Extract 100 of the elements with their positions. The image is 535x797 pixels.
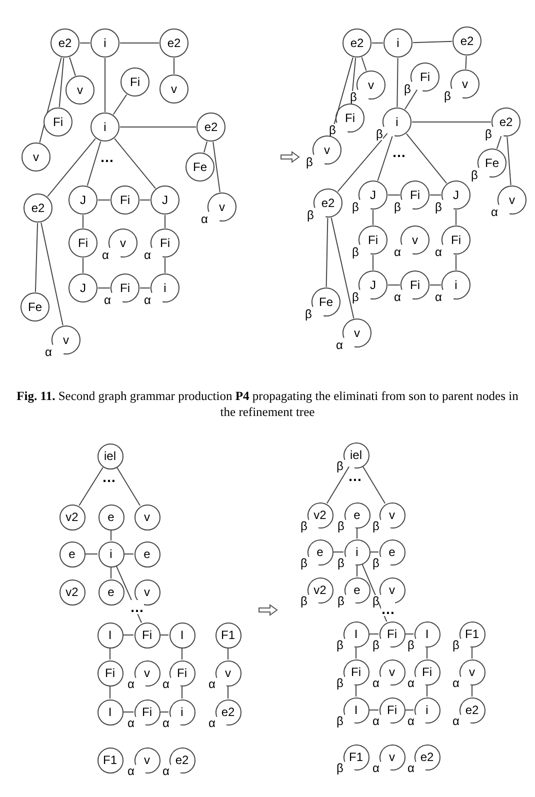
node-label: e2 [167, 37, 181, 49]
node-annotation: β [336, 676, 344, 688]
connector-line [34, 222, 38, 292]
circle-node [23, 193, 53, 223]
node-label: F1 [102, 754, 117, 766]
node-label: i [396, 37, 400, 49]
circle-node [159, 28, 189, 58]
node-label: i [454, 279, 458, 291]
connector-line [58, 57, 64, 108]
node-annotation: β [352, 246, 359, 258]
node-label: v [462, 78, 468, 90]
node-label: F1 [220, 629, 235, 641]
connector-line [40, 222, 64, 326]
node-label: F1 [464, 628, 479, 640]
node-annotation: β [305, 308, 312, 320]
connector-line [212, 141, 220, 193]
circle-node [43, 107, 73, 137]
connector-line [330, 217, 354, 319]
ellipsis-label: … [130, 600, 144, 614]
node-annotation: β [329, 124, 336, 136]
node-label: v2 [66, 511, 78, 523]
node-label: e2 [350, 37, 364, 49]
connector-line [430, 194, 442, 196]
circle-node [58, 504, 86, 530]
node-annotation: β [336, 460, 344, 472]
node-label: Fi [345, 112, 355, 124]
node-label: iel [350, 449, 362, 461]
node-label: i [426, 704, 428, 716]
node-label: e [316, 546, 324, 558]
connector-line [78, 466, 104, 506]
connector-line [396, 58, 398, 108]
node-label: v [412, 234, 418, 246]
node-label: Fi [130, 76, 140, 88]
circle-node [96, 698, 124, 726]
node-annotation: β [306, 156, 313, 168]
circle-node [134, 578, 160, 606]
node-label: J [453, 189, 459, 201]
node-label: v2 [66, 586, 78, 598]
node-annotation: β [352, 291, 359, 303]
node-label: Fi [410, 189, 420, 201]
node-label: Fe [484, 157, 499, 169]
connector-line [406, 133, 448, 184]
node-label: e2 [204, 121, 218, 133]
node-label: v [225, 667, 231, 679]
node-label: I [354, 628, 358, 640]
circle-node [58, 578, 86, 606]
node-label: Fi [142, 706, 152, 718]
node-annotation: β [372, 520, 380, 532]
connector-line [337, 132, 388, 192]
node-label: Fi [120, 194, 130, 206]
circle-node [134, 504, 160, 530]
circle-node [96, 746, 124, 774]
node-label: I [108, 629, 112, 641]
node-label: i [110, 548, 112, 560]
node-label: i [396, 116, 398, 128]
circle-node [50, 28, 80, 58]
circle-node [120, 67, 150, 97]
connector-line [86, 140, 102, 186]
node-annotation: β [336, 762, 344, 774]
connector-line [80, 42, 90, 44]
node-label: e [354, 509, 360, 521]
node-label: e2 [499, 116, 513, 128]
circle-node [196, 112, 226, 142]
circle-node [90, 112, 120, 142]
node-label: Fi [420, 71, 430, 83]
node-label: Fi [160, 237, 170, 249]
node-label: i [180, 706, 184, 718]
node-annotation: β [352, 201, 359, 213]
node-label: Fi [177, 667, 187, 679]
connector-line [426, 685, 428, 697]
circle-node [96, 442, 124, 470]
node-annotation: β [336, 638, 344, 650]
node-label: v [144, 511, 150, 523]
circle-node [98, 540, 124, 568]
node-label: e [68, 548, 76, 560]
node-label: e2 [321, 197, 335, 209]
connector-line [430, 284, 442, 286]
node-label: Fi [368, 234, 378, 246]
circle-node [134, 622, 160, 648]
node-annotation: β [452, 638, 460, 650]
connector-line [326, 466, 350, 504]
circle-node [452, 26, 482, 56]
circle-node [98, 504, 124, 530]
node-label: Fi [387, 704, 397, 716]
node-label: v [120, 237, 126, 249]
ellipsis-label: … [381, 602, 395, 616]
node-label: v [33, 151, 39, 163]
figure-caption: Fig. 11. Second graph grammar production P4 propagating the eliminati from son to parent nodes in the refinement tree [16, 388, 520, 420]
node-label: e2 [58, 37, 72, 49]
connector-line [326, 218, 328, 288]
circle-node [185, 152, 215, 182]
connector-line [372, 254, 374, 270]
circle-node [134, 540, 160, 568]
node-label: e2 [460, 35, 474, 47]
circle-node [214, 622, 242, 648]
node-label: I [425, 628, 429, 640]
circle-node [159, 74, 189, 104]
node-label: v [389, 509, 395, 521]
node-label: Fi [451, 234, 461, 246]
ellipsis-label: … [348, 469, 362, 483]
